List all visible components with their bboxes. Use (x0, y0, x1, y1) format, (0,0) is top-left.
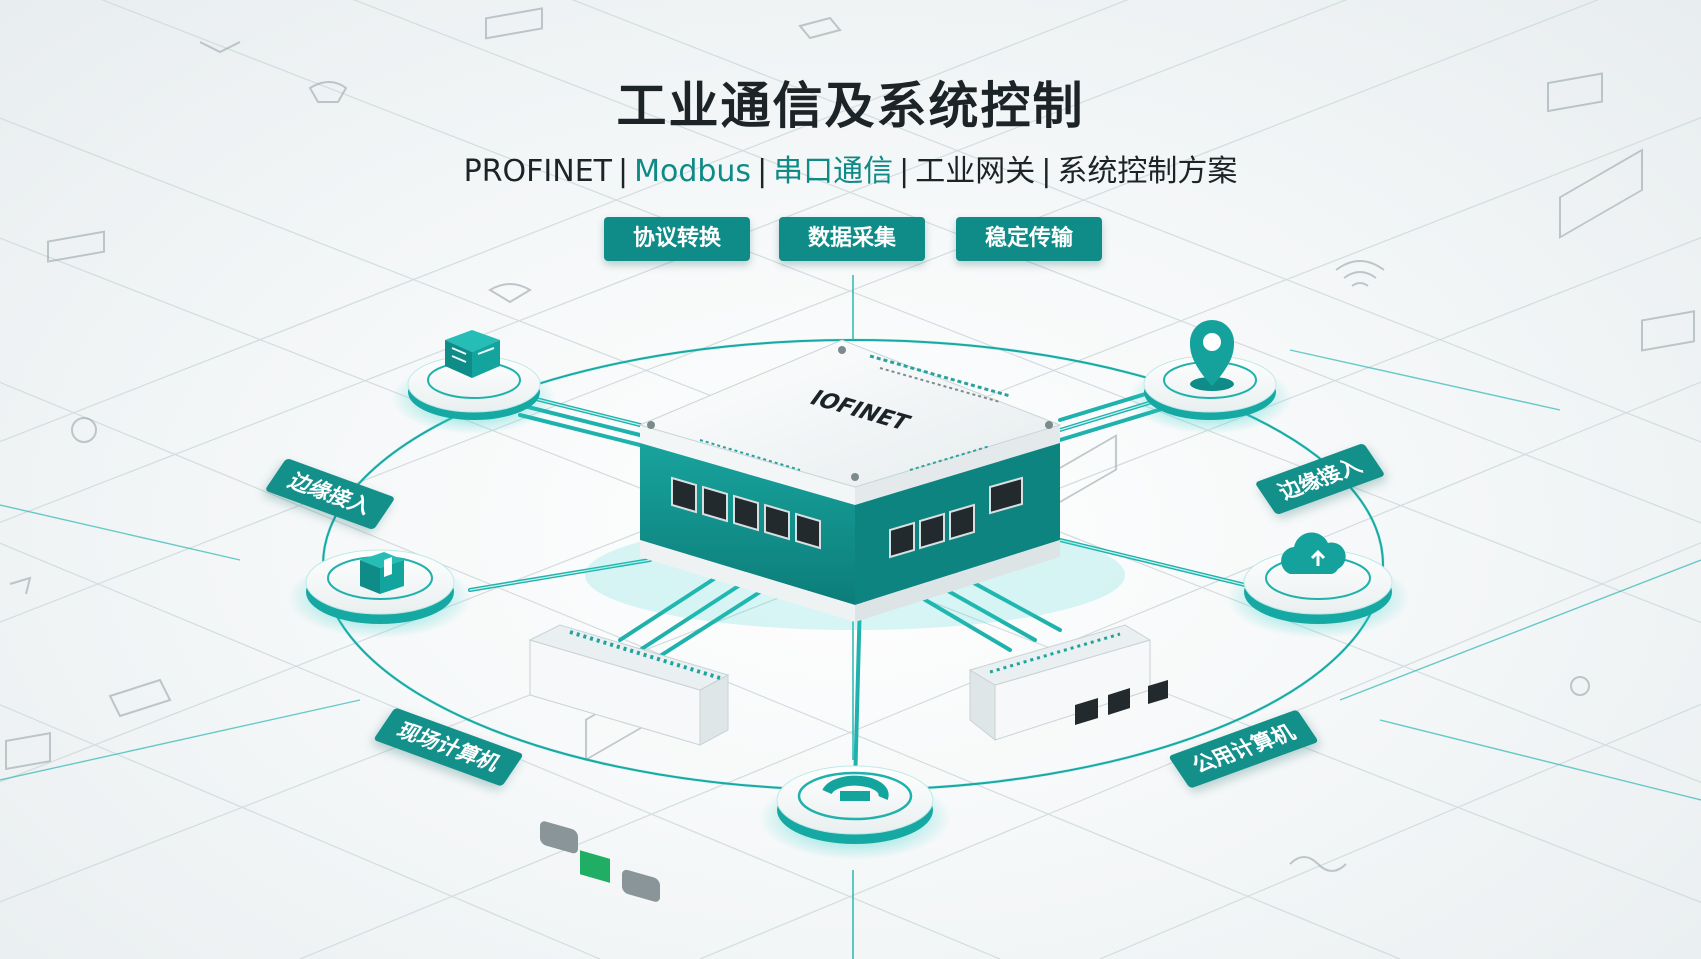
box-icon (360, 552, 404, 594)
node-right (1226, 532, 1410, 638)
network-refresh-icon (822, 775, 889, 801)
page-title: 工业通信及系统控制 (616, 77, 1085, 135)
serial-module (528, 624, 730, 902)
node-top-left (392, 330, 556, 434)
separator: | (899, 154, 910, 189)
terminal-block (580, 850, 610, 883)
wifi-icon (1335, 260, 1385, 287)
right-ethernet-ports (889, 476, 1023, 559)
location-pin-icon (1190, 320, 1234, 391)
cube-stack-icon (445, 330, 500, 378)
industrial-switch: IOFINET (585, 339, 1125, 630)
left-ethernet-ports (671, 476, 821, 550)
protocol-list: PROFINET|Modbus|串口通信|工业网关|系统控制方案 (0, 146, 1701, 190)
node-left (288, 549, 472, 638)
protocol-item: 串口通信 (773, 154, 894, 189)
background-accent-lines (0, 349, 1701, 801)
protocol-item: 系统控制方案 (1057, 154, 1238, 189)
bow-icon (199, 41, 241, 54)
feature-pill-protocol-conversion: 协议转换 (604, 217, 750, 261)
tile-icon (485, 7, 543, 40)
ring-icon (1570, 676, 1590, 696)
arrow-icon (9, 576, 32, 595)
cup-icon (308, 81, 348, 103)
box-outline-icon (1547, 72, 1603, 113)
lamp-icon (798, 16, 842, 40)
protocol-item: 工业网关 (915, 154, 1036, 189)
db9-port (622, 869, 660, 902)
link-icon (1289, 856, 1347, 872)
protocol-item: PROFINET (463, 154, 612, 189)
feature-pill-data-acquisition: 数据采集 (779, 217, 925, 261)
separator: | (617, 154, 629, 189)
frame-icon (1559, 148, 1643, 239)
pen-icon (108, 678, 172, 718)
scanner-icon (488, 283, 532, 304)
folder-icon (5, 732, 51, 771)
separator: | (757, 154, 768, 189)
db9-port (540, 821, 578, 854)
protocol-item: Modbus (634, 154, 752, 189)
node-top-right (1128, 320, 1292, 434)
tray-icon (47, 230, 105, 263)
cloud-icon (1281, 532, 1346, 574)
node-bottom (759, 765, 951, 860)
bars-icon (1641, 310, 1695, 352)
feature-pill-stable-transmission: 稳定传输 (956, 217, 1102, 261)
separator: | (1041, 154, 1052, 189)
power-icon (71, 417, 97, 443)
network-module (968, 624, 1168, 742)
